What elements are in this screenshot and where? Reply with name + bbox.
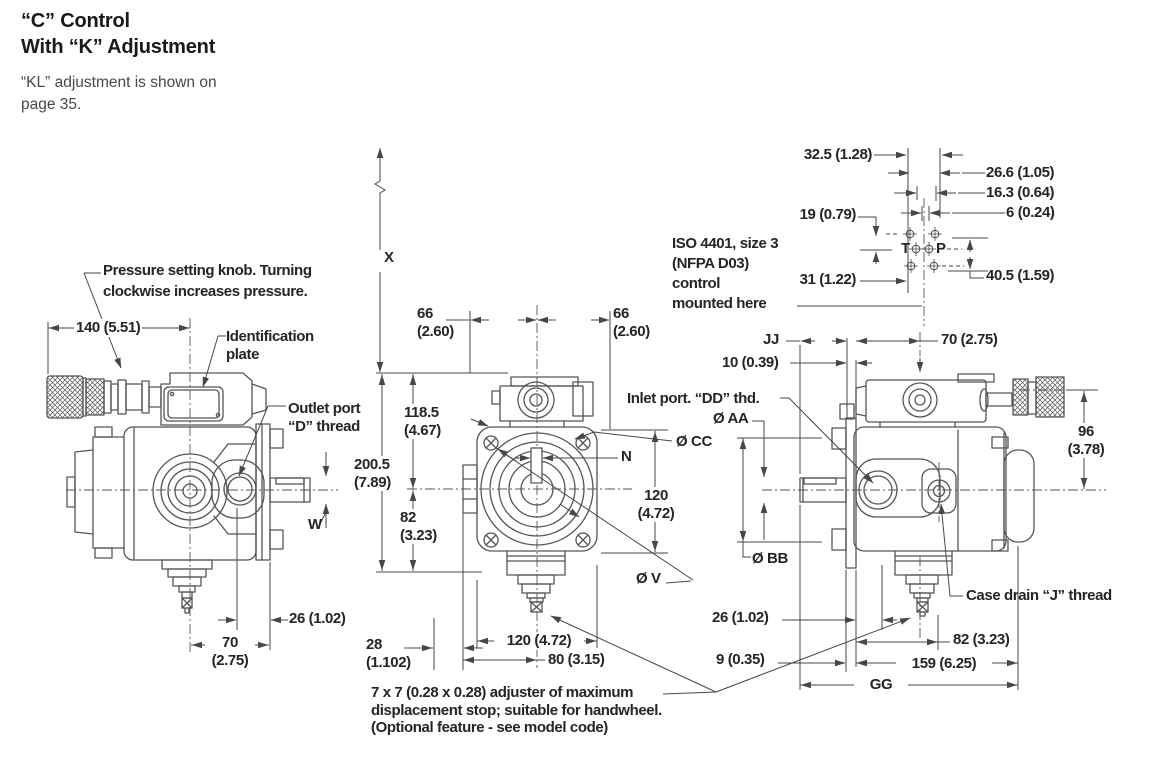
front-view-dimensions [374, 147, 911, 695]
dim-label-26-right: 26 (1.02) [712, 609, 769, 626]
port-t-label: T [901, 240, 910, 257]
dim-label-x: X [384, 249, 394, 266]
dim-label-159: 159 (6.25) [896, 655, 992, 673]
dim-label-26-6: 26.6 (1.05) [986, 164, 1055, 181]
dim-label-40-5: 40.5 (1.59) [986, 267, 1055, 284]
dim-label-82-front: 82 (3.23) [398, 509, 439, 545]
dim-label-70-right: 70 (2.75) [941, 331, 998, 348]
dim-label-w: W [308, 516, 322, 533]
dim-label-200-5: 200.5 (7.89) [352, 456, 393, 492]
dim-label-118-5: 118.5 (4.67) [402, 404, 443, 440]
dim-label-aa: Ø AA [713, 410, 749, 427]
dim-label-jj: JJ [763, 331, 779, 348]
dim-label-v: Ø V [634, 570, 663, 588]
dim-label-10: 10 (0.39) [722, 354, 779, 371]
dim-label-66-left: 66 (2.60) [417, 305, 454, 340]
inlet-port-label: Inlet port. “DD” thd. [627, 390, 760, 407]
right-view-drawing [799, 373, 1065, 617]
dim-label-32-5: 32.5 (1.28) [803, 146, 873, 163]
dim-label-80: 80 (3.15) [548, 651, 605, 668]
dim-label-6: 6 (0.24) [1006, 204, 1055, 221]
dim-label-gg: GG [854, 676, 908, 694]
dim-label-120-right: 120 (4.72) [632, 487, 680, 523]
dim-label-31: 31 (1.22) [799, 271, 857, 288]
dim-label-82-right: 82 (3.23) [953, 631, 1010, 648]
page-note: “KL” adjustment is shown on page 35. [21, 74, 217, 113]
dim-label-26-left: 26 (1.02) [289, 610, 346, 627]
dim-label-n: N [621, 448, 632, 465]
dim-label-120-bottom: 120 (4.72) [494, 632, 584, 650]
dim-label-cc: Ø CC [676, 433, 712, 450]
dim-label-96: 96 (3.78) [1060, 423, 1112, 459]
outlet-port-label: Outlet port “D” thread [288, 400, 361, 435]
dim-label-16-3: 16.3 (0.64) [986, 184, 1055, 201]
dim-label-28: 28 (1.102) [366, 636, 411, 671]
dim-label-140: 140 (5.51) [74, 319, 143, 337]
case-drain-label: Case drain “J” thread [966, 587, 1112, 604]
dim-label-70-left: 70 (2.75) [205, 634, 255, 670]
front-view-drawing [462, 376, 598, 613]
iso-valve-note: ISO 4401, size 3 (NFPA D03) control moun… [672, 235, 779, 313]
port-p-label: P [936, 240, 946, 257]
dim-label-9: 9 (0.35) [716, 651, 765, 668]
identification-plate-label: Identification plate [226, 328, 314, 363]
pressure-knob-note: Pressure setting knob. Turning clockwise… [103, 262, 312, 300]
dim-label-19: 19 (0.79) [799, 206, 857, 223]
dim-label-66-right: 66 (2.60) [613, 305, 650, 340]
left-view-drawing [46, 372, 311, 614]
dim-label-bb: Ø BB [752, 550, 788, 567]
page-title: “C” Control With “K” Adjustment [21, 10, 216, 58]
adjuster-note: 7 x 7 (0.28 x 0.28) adjuster of maximum … [371, 684, 662, 737]
valve-pad-drawing [797, 148, 1005, 307]
